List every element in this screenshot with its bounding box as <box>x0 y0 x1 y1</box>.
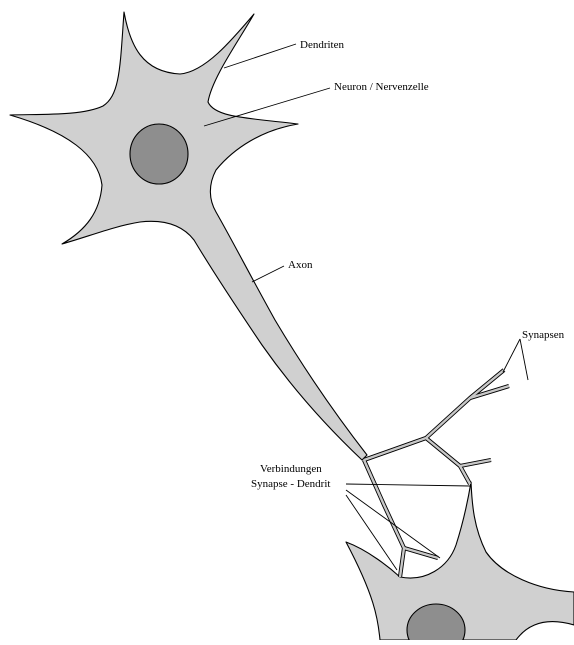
label-verbindungen-line2: Synapse - Dendrit <box>251 478 330 490</box>
upper-nucleus <box>130 124 188 184</box>
leader-synapsen-2 <box>520 339 528 380</box>
leader-synapsen-1 <box>503 339 520 372</box>
leader-axon <box>252 266 284 282</box>
leader-verbindungen-1 <box>346 484 470 486</box>
upper-neuron-body <box>10 12 367 460</box>
label-synapsen: Synapsen <box>522 329 565 341</box>
label-dendriten: Dendriten <box>300 39 344 51</box>
label-neuron: Neuron / Nervenzelle <box>334 81 429 93</box>
label-verbindungen-line1: Verbindungen <box>260 463 322 475</box>
leader-dendriten <box>224 44 296 68</box>
axon-terminal-branches <box>364 370 509 577</box>
label-axon: Axon <box>288 259 313 271</box>
